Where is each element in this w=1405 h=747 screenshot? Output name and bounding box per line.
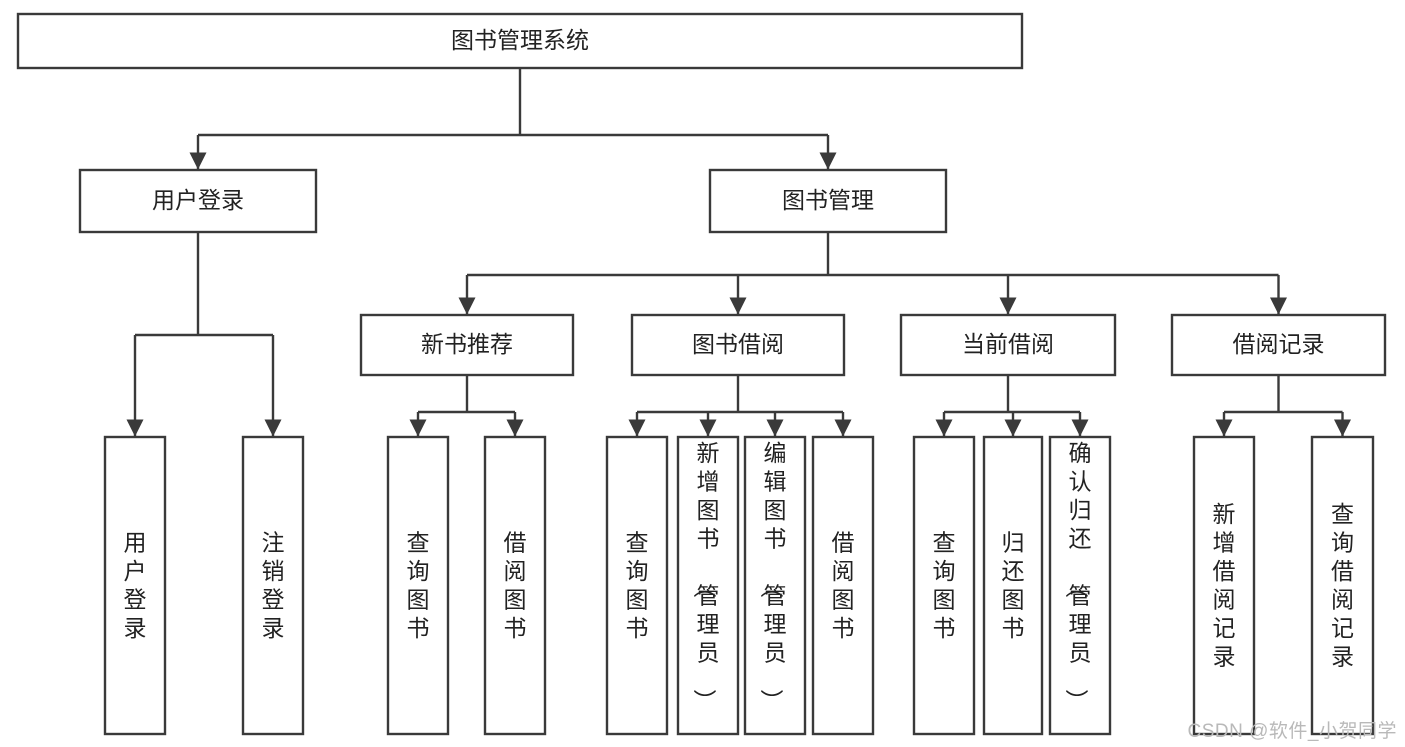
node-leaf-12-rect (1310, 435, 1375, 736)
node-leaf-10[interactable]: 确认归还（管理员） (1048, 435, 1112, 736)
node-l2-3-rect (1170, 313, 1387, 377)
node-leaf-4[interactable]: 查询图书 (605, 435, 669, 736)
node-l2-2-rect (899, 313, 1117, 377)
node-leaf-2[interactable]: 查询图书 (386, 435, 450, 736)
node-root-rect (16, 12, 1024, 70)
node-leaf-9-rect (982, 435, 1044, 736)
node-l2-1-label: 图书借阅 (692, 331, 784, 357)
leafgroup-3-arrow-0 (935, 419, 953, 437)
node-l2-2[interactable]: 当前借阅 (899, 313, 1117, 377)
node-l1-0-label: 用户登录 (152, 187, 244, 213)
node-leaf-0[interactable]: 用户登录 (103, 435, 167, 736)
node-leaf-11-label: 新增借阅记录 (1213, 501, 1236, 670)
leafgroup-2-arrow-2 (766, 419, 784, 437)
root-to-l1-arrow-0 (189, 152, 207, 170)
leafgroup-1-arrow-1 (506, 419, 524, 437)
node-leaf-11-rect (1192, 435, 1256, 736)
leafgroup-3-arrow-2 (1071, 419, 1089, 437)
node-l2-3[interactable]: 借阅记录 (1170, 313, 1387, 377)
l1-to-l2-arrow-1 (729, 297, 747, 315)
node-leaf-3-label: 借阅图书 (504, 530, 527, 642)
node-leaf-5-label: 新增图书（管理员） (692, 440, 720, 712)
node-root-label: 图书管理系统 (451, 27, 589, 53)
leafgroup-4-arrow-1 (1334, 419, 1351, 437)
node-leaf-6-label: 编辑图书（管理员） (759, 440, 787, 712)
node-leaf-3-rect (483, 435, 547, 736)
leafgroup-0-arrow-0 (126, 419, 144, 437)
node-l2-0-rect (359, 313, 575, 377)
node-leaf-7-rect (811, 435, 875, 736)
node-leaf-1-rect (241, 435, 305, 736)
node-l1-1[interactable]: 图书管理 (708, 168, 948, 234)
node-leaf-1-label: 注销登录 (262, 530, 285, 642)
node-leaf-10-rect (1048, 435, 1112, 736)
node-leaf-7[interactable]: 借阅图书 (811, 435, 875, 736)
node-l1-0-rect (78, 168, 318, 234)
node-l2-0[interactable]: 新书推荐 (359, 313, 575, 377)
node-leaf-4-label: 查询图书 (626, 530, 649, 642)
node-leaf-8-rect (912, 435, 976, 736)
node-leaf-5-rect (676, 435, 740, 736)
node-leaf-7-label: 借阅图书 (832, 530, 855, 642)
node-root[interactable]: 图书管理系统 (16, 12, 1024, 70)
l1-to-l2-arrow-3 (1270, 297, 1287, 315)
node-leaf-10-label: 确认归还（管理员） (1064, 440, 1092, 712)
node-leaf-6-rect (743, 435, 807, 736)
node-l2-2-label: 当前借阅 (962, 331, 1054, 357)
node-leaf-11[interactable]: 新增借阅记录 (1192, 435, 1256, 736)
node-l1-0[interactable]: 用户登录 (78, 168, 318, 234)
node-leaf-8-label: 查询图书 (933, 530, 956, 642)
node-leaf-12[interactable]: 查询借阅记录 (1310, 435, 1375, 736)
node-leaf-12-label: 查询借阅记录 (1331, 501, 1354, 670)
node-leaf-0-rect (103, 435, 167, 736)
node-l1-1-rect (708, 168, 948, 234)
leafgroup-0-arrow-1 (264, 419, 282, 437)
l1-to-l2-arrow-2 (999, 297, 1017, 315)
leafgroup-2-arrow-0 (628, 419, 646, 437)
leafgroup-2-arrow-3 (834, 419, 852, 437)
node-l2-3-label: 借阅记录 (1233, 331, 1325, 357)
node-leaf-1[interactable]: 注销登录 (241, 435, 305, 736)
node-leaf-0-label: 用户登录 (124, 530, 147, 642)
node-boxes-group: 图书管理系统用户登录图书管理新书推荐图书借阅当前借阅借阅记录用户登录注销登录查询… (16, 12, 1387, 736)
node-l2-0-label: 新书推荐 (421, 331, 513, 357)
node-leaf-6[interactable]: 编辑图书（管理员） (743, 435, 807, 736)
node-l2-1-rect (630, 313, 846, 377)
node-leaf-2-label: 查询图书 (407, 530, 430, 642)
node-leaf-5[interactable]: 新增图书（管理员） (676, 435, 740, 736)
node-leaf-9-label: 归还图书 (1002, 530, 1025, 642)
node-leaf-4-rect (605, 435, 669, 736)
leafgroup-2-arrow-1 (699, 419, 717, 437)
leafgroup-1-arrow-0 (409, 419, 427, 437)
l1-to-l2-arrow-0 (458, 297, 476, 315)
node-leaf-8[interactable]: 查询图书 (912, 435, 976, 736)
node-leaf-2-rect (386, 435, 450, 736)
leafgroup-3-arrow-1 (1004, 419, 1022, 437)
node-l1-1-label: 图书管理 (782, 187, 874, 213)
node-l2-1[interactable]: 图书借阅 (630, 313, 846, 377)
connector-lines-group (126, 68, 1351, 437)
leafgroup-4-arrow-0 (1215, 419, 1233, 437)
root-to-l1-arrow-1 (819, 152, 837, 170)
node-leaf-9[interactable]: 归还图书 (982, 435, 1044, 736)
node-leaf-3[interactable]: 借阅图书 (483, 435, 547, 736)
